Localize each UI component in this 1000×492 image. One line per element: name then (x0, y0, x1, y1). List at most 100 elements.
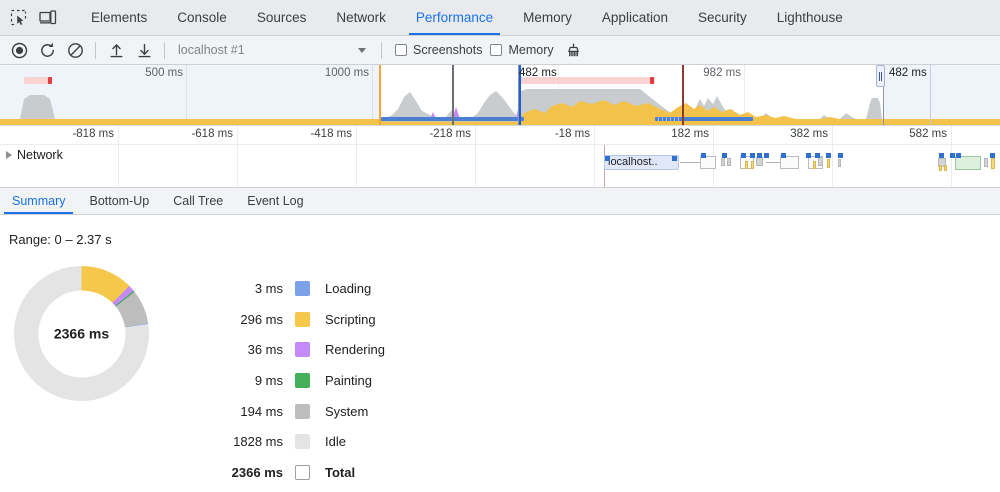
tab-console-label: Console (177, 10, 227, 25)
legend-name-rendering: Rendering (325, 342, 385, 358)
track-grid-line (237, 145, 238, 187)
tab-performance[interactable]: Performance (401, 0, 508, 35)
overview-tick (186, 65, 187, 125)
network-request-bar[interactable] (727, 158, 731, 166)
legend-swatch-system (295, 403, 310, 419)
network-request-marker (815, 153, 820, 158)
network-request-marker (781, 153, 786, 158)
record-button[interactable] (6, 38, 32, 62)
overview-time-label: 500 ms (145, 67, 183, 79)
tab-sources[interactable]: Sources (242, 0, 322, 35)
long-task-warning-marker (650, 77, 654, 84)
legend-name-system: System (325, 403, 369, 419)
network-request-marker (806, 153, 811, 158)
legend-row-idle[interactable]: 1828 ms Idle (205, 426, 385, 457)
tab-security[interactable]: Security (683, 0, 762, 35)
tab-elements-label: Elements (91, 10, 148, 25)
legend-time-idle: 1828 ms (233, 434, 283, 450)
overview-network-band (655, 117, 683, 121)
network-request-marker (950, 153, 955, 158)
timeline-ruler: -818 ms -618 ms -418 ms -218 ms -18 ms 1… (0, 126, 1000, 180)
legend-time-scripting: 296 ms (240, 311, 283, 327)
memory-checkbox-box (490, 44, 503, 56)
network-request-bar (939, 165, 942, 171)
tab-network[interactable]: Network (321, 0, 401, 35)
network-request-marker (939, 153, 944, 158)
track-title-network: Network (17, 148, 63, 162)
tab-lighthouse[interactable]: Lighthouse (762, 0, 858, 35)
network-request-primary[interactable]: localhost.. (604, 155, 679, 170)
overview-network-band (683, 117, 753, 121)
legend-row-painting[interactable]: 9 ms Painting (205, 365, 385, 396)
tab-bottom-up[interactable]: Bottom-Up (77, 188, 161, 214)
tab-console[interactable]: Console (162, 0, 242, 35)
devtools-tab-bar: Elements Console Sources Network Perform… (0, 0, 1000, 36)
memory-checkbox[interactable]: Memory (490, 43, 554, 57)
overview-window-right-handle[interactable] (876, 65, 885, 87)
network-request-connector (766, 162, 780, 163)
clear-recording-button[interactable] (62, 38, 88, 62)
legend-name-painting: Painting (325, 372, 372, 388)
profile-selector-value: localhost #1 (178, 43, 245, 57)
tab-call-tree[interactable]: Call Tree (161, 188, 235, 214)
overview-window-left-edge[interactable] (518, 65, 519, 125)
legend-name-total: Total (325, 464, 356, 480)
overview-window-right-label: 482 ms (889, 67, 927, 79)
network-request-bar[interactable] (818, 157, 823, 166)
dom-content-loaded-marker (452, 65, 454, 125)
legend-swatch-rendering (295, 342, 310, 358)
legend-time-rendering: 36 ms (247, 342, 283, 358)
network-request-bar[interactable] (721, 158, 725, 166)
load-event-marker (519, 65, 521, 125)
legend-swatch-loading (295, 280, 310, 296)
network-request-marker (956, 153, 961, 158)
device-toolbar-icon[interactable] (38, 8, 58, 28)
tab-lighthouse-label: Lighthouse (776, 10, 843, 25)
network-request-bar[interactable] (756, 157, 763, 166)
tab-event-log-label: Event Log (247, 194, 304, 208)
network-request-bar[interactable] (938, 158, 946, 167)
overview-network-band (381, 117, 518, 121)
tab-elements[interactable]: Elements (76, 0, 162, 35)
legend-swatch-idle (295, 434, 310, 450)
devtools-main-tabs: Elements Console Sources Network Perform… (76, 0, 858, 35)
long-task-warning-marker (48, 77, 52, 84)
tab-memory[interactable]: Memory (508, 0, 587, 35)
screenshots-checkbox-box (395, 44, 407, 56)
legend-name-idle: Idle (325, 434, 346, 450)
network-request-bar[interactable] (700, 156, 716, 169)
reload-and-record-button[interactable] (34, 38, 60, 62)
tab-application[interactable]: Application (587, 0, 683, 35)
overview-window-right-edge[interactable] (883, 65, 884, 125)
track-header-network[interactable]: Network (0, 148, 63, 162)
tab-summary[interactable]: Summary (0, 188, 77, 214)
network-request-label: localhost.. (608, 156, 658, 168)
screenshots-checkbox[interactable]: Screenshots (395, 43, 482, 57)
inspect-element-icon[interactable] (8, 8, 28, 28)
timeline-overview[interactable]: 500 ms 1000 ms 482 ms 982 ms 482 ms (0, 65, 1000, 126)
legend-row-loading[interactable]: 3 ms Loading (205, 273, 385, 304)
legend-row-total: 2366 ms Total (205, 457, 385, 488)
collect-garbage-icon[interactable] (561, 38, 587, 62)
network-request-bar[interactable] (955, 156, 981, 170)
track-grid-line (951, 145, 952, 187)
overview-tick (744, 65, 745, 125)
legend-row-rendering[interactable]: 36 ms Rendering (205, 334, 385, 365)
ruler-label: -818 ms (72, 128, 114, 140)
save-profile-button[interactable] (131, 38, 157, 62)
network-request-bar[interactable] (780, 156, 799, 169)
legend-row-scripting[interactable]: 296 ms Scripting (205, 304, 385, 335)
load-profile-button[interactable] (103, 38, 129, 62)
legend-row-system[interactable]: 194 ms System (205, 396, 385, 427)
profile-selector[interactable]: localhost #1 (172, 39, 374, 61)
range-label: Range: 0 – 2.37 s (9, 232, 112, 247)
tab-call-tree-label: Call Tree (173, 194, 224, 208)
tab-event-log[interactable]: Event Log (235, 188, 315, 214)
donut-ring[interactable]: 2366 ms (14, 266, 149, 401)
summary-legend: 3 ms Loading 296 ms Scripting 36 ms Rend… (205, 273, 385, 488)
overview-window-left-label: 482 ms (519, 67, 557, 79)
long-task-bar (24, 77, 52, 84)
track-grid-line (832, 145, 833, 187)
network-request-bar (745, 161, 748, 169)
network-request-connector (680, 162, 700, 163)
